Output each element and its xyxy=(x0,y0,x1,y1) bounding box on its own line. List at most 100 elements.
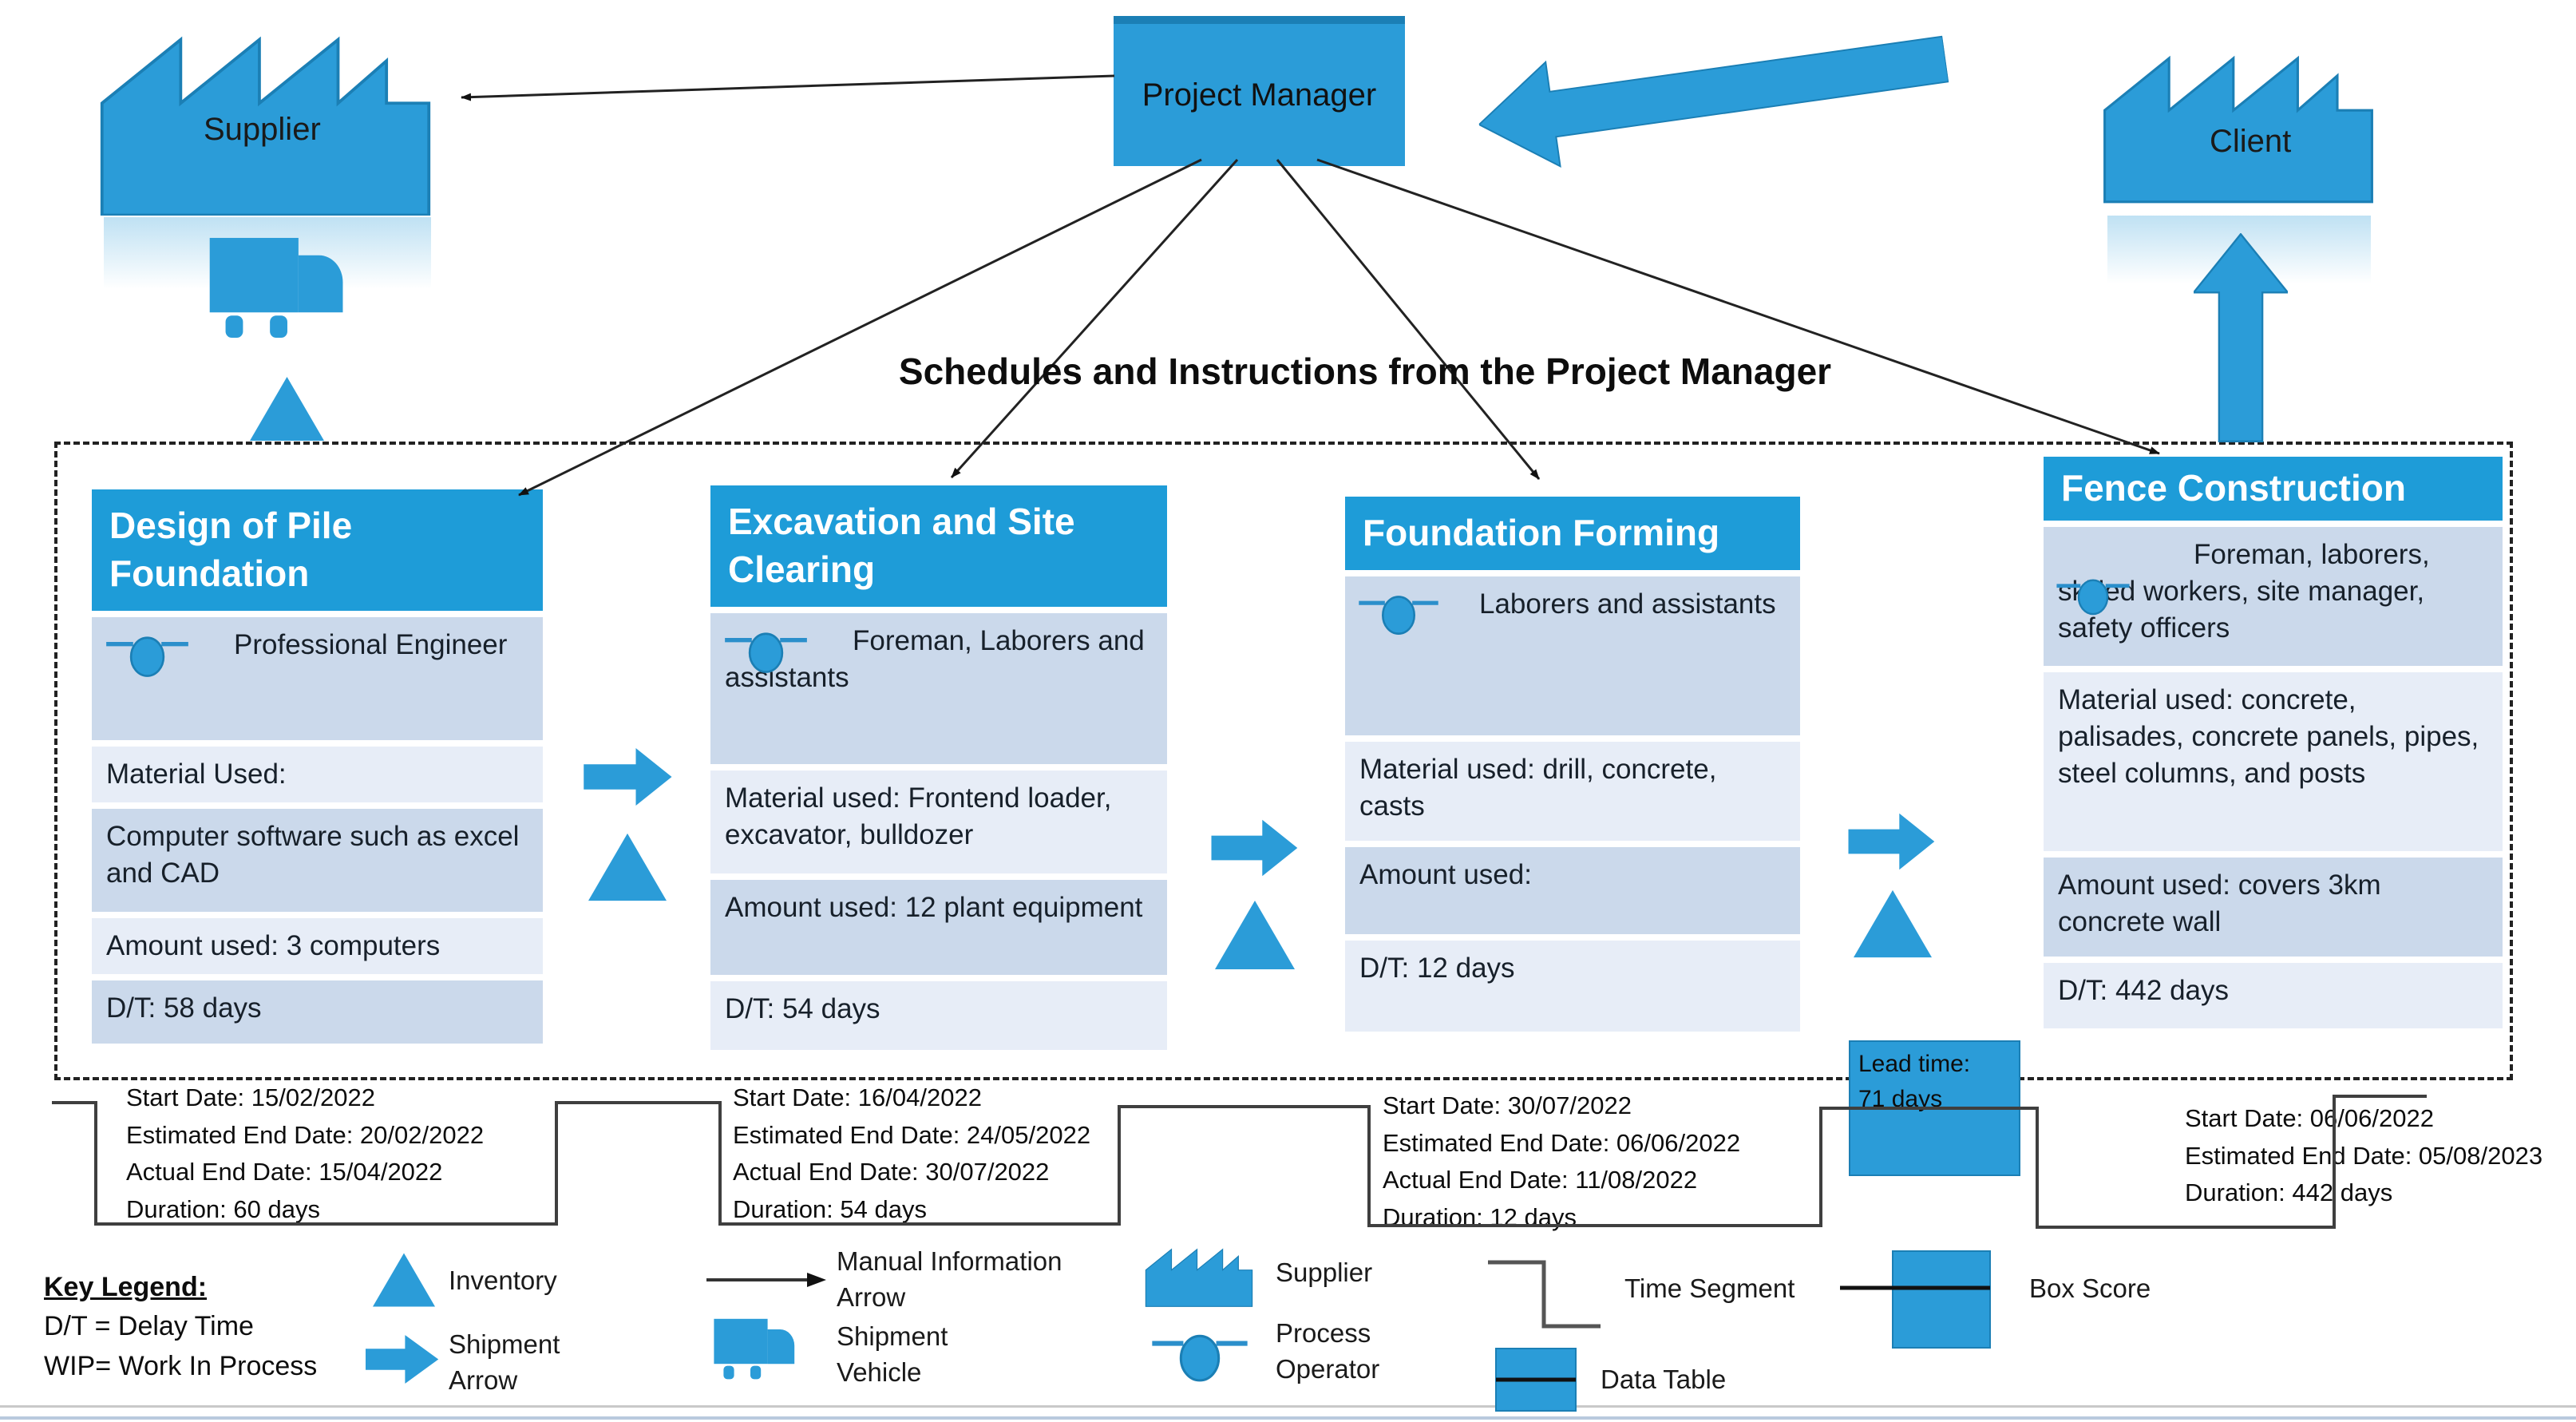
data-line: Actual End Date: 15/04/2022 xyxy=(126,1158,443,1186)
shipment-up-arrow-icon xyxy=(2194,233,2288,442)
process-title: Fence Construction xyxy=(2044,457,2503,521)
data-line: Start Date: 15/02/2022 xyxy=(126,1083,375,1111)
process-operator-text: Foreman, laborers, skilled workers, site… xyxy=(2058,538,2430,644)
process-operator-row: Foreman, Laborers and assistants xyxy=(710,612,1167,764)
shipment-arrow-icon xyxy=(1173,813,1337,883)
process-title: Design of Pile Foundation xyxy=(92,489,543,611)
process-row: Material used: drill, concrete, casts xyxy=(1345,741,1800,841)
bottom-blue-divider xyxy=(0,1416,2576,1420)
data-line: Actual End Date: 30/07/2022 xyxy=(733,1158,1050,1186)
key-legend: Key Legend: D/T = Delay Time WIP= Work I… xyxy=(44,1268,317,1386)
data-table-2: Start Date: 16/04/2022 Estimated End Dat… xyxy=(733,1079,1090,1228)
legend-shipment-arrow-label: Shipment Arrow xyxy=(449,1329,560,1395)
manual-information-arrow xyxy=(1316,158,2160,455)
process-operator-icon xyxy=(2053,573,2133,617)
factory-icon xyxy=(1140,1230,1258,1317)
process-box-fence-construction: Fence Construction Foreman, laborers, sk… xyxy=(2044,457,2503,1028)
process-row: Amount used: covers 3km concrete wall xyxy=(2044,857,2503,957)
legend-data-table-label: Data Table xyxy=(1601,1365,1727,1394)
headline: Schedules and Instructions from the Proj… xyxy=(898,351,1832,392)
process-operator-row: Professional Engineer xyxy=(92,616,543,740)
legend-manual-info-arrow-label: Manual Information Arrow xyxy=(837,1246,1062,1312)
data-line: Estimated End Date: 20/02/2022 xyxy=(126,1120,485,1149)
lead-time-line2: 71 days xyxy=(1858,1085,1943,1112)
data-line: Duration: 60 days xyxy=(126,1194,320,1223)
factory-icon xyxy=(2090,24,2387,214)
data-table-icon xyxy=(1495,1348,1577,1412)
project-manager-box: Project Manager xyxy=(1114,16,1405,166)
process-operator-text: Professional Engineer xyxy=(234,628,508,660)
key-legend-line: D/T = Delay Time xyxy=(44,1311,254,1342)
process-box-excavation-site-clearing: Excavation and Site Clearing Foreman, La… xyxy=(710,485,1167,1050)
legend-box-score-label: Box Score xyxy=(2029,1273,2151,1303)
data-line: Duration: 12 days xyxy=(1383,1202,1577,1231)
shipment-arrow-icon xyxy=(551,741,706,813)
inventory-triangle-icon xyxy=(588,830,667,904)
data-line: Start Date: 16/04/2022 xyxy=(733,1083,982,1111)
process-row: Amount used: 3 computers xyxy=(92,917,543,974)
manual-information-arrow xyxy=(1276,159,1541,480)
data-line: Start Date: 30/07/2022 xyxy=(1383,1091,1632,1119)
process-title: Excavation and Site Clearing xyxy=(710,485,1167,607)
client-label: Client xyxy=(2210,124,2292,159)
data-line: Duration: 442 days xyxy=(2185,1178,2393,1206)
legend-time-segment-label: Time Segment xyxy=(1624,1273,1795,1303)
supplier-factory: Supplier xyxy=(84,12,447,216)
process-row: Material used: Frontend loader, excavato… xyxy=(710,770,1167,873)
process-operator-icon xyxy=(1148,1327,1252,1384)
time-segment-icon xyxy=(1486,1258,1602,1331)
bottom-divider xyxy=(0,1405,2576,1408)
process-operator-text: Foreman, Laborers and assistants xyxy=(725,624,1145,693)
box-score-icon xyxy=(1840,1250,1996,1349)
truck-icon xyxy=(206,233,366,341)
process-box-design-pile-foundation: Design of Pile Foundation Professional E… xyxy=(92,489,543,1044)
process-row: Material Used: xyxy=(92,746,543,802)
process-operator-icon xyxy=(101,630,193,679)
lead-time-line1: Lead time: xyxy=(1858,1051,1971,1077)
manual-information-arrow xyxy=(950,158,1239,479)
legend-shipment-vehicle-label: Shipment Vehicle xyxy=(837,1321,948,1387)
process-box-foundation-forming: Foundation Forming Laborers and assistan… xyxy=(1345,497,1800,1032)
data-line: Estimated End Date: 24/05/2022 xyxy=(733,1120,1091,1149)
shipment-arrow-icon xyxy=(1810,806,1974,877)
manual-information-arrow xyxy=(461,74,1115,101)
data-table-1: Start Date: 15/02/2022 Estimated End Dat… xyxy=(126,1079,484,1228)
data-table-3: Start Date: 30/07/2022 Estimated End Dat… xyxy=(1383,1087,1740,1236)
factory-icon xyxy=(84,12,447,216)
process-operator-row: Foreman, laborers, skilled workers, site… xyxy=(2044,526,2503,666)
data-line: Actual End Date: 11/08/2022 xyxy=(1383,1166,1698,1194)
process-row: Amount used: 12 plant equipment xyxy=(710,879,1167,975)
key-legend-title: Key Legend: xyxy=(44,1272,208,1302)
data-table-4: Start Date: 06/06/2022 Estimated End Dat… xyxy=(2185,1100,2542,1212)
inventory-triangle-icon xyxy=(249,377,325,441)
process-row: D/T: 54 days xyxy=(710,980,1167,1050)
legend-inventory-label: Inventory xyxy=(449,1266,557,1295)
process-row: Computer software such as excel and CAD xyxy=(92,808,543,912)
process-operator-icon xyxy=(720,626,812,675)
process-row: D/T: 58 days xyxy=(92,980,543,1044)
client-factory: Client xyxy=(2090,24,2387,214)
legend-process-operator-label: Process Operator xyxy=(1276,1318,1380,1384)
process-operator-icon xyxy=(1355,589,1442,637)
process-row: D/T: 12 days xyxy=(1345,940,1800,1032)
data-line: Estimated End Date: 06/06/2022 xyxy=(1383,1128,1741,1157)
process-row: Amount used: xyxy=(1345,846,1800,934)
inventory-triangle-icon xyxy=(1854,888,1932,960)
big-left-arrow-icon xyxy=(1470,0,1953,184)
data-line: Start Date: 06/06/2022 xyxy=(2185,1104,2434,1132)
legend-supplier-label: Supplier xyxy=(1276,1258,1373,1287)
inventory-triangle-icon xyxy=(373,1252,435,1308)
lead-time-box-score: Lead time: 71 days xyxy=(1849,1040,2020,1176)
process-operator-text: Laborers and assistants xyxy=(1479,588,1776,620)
manual-information-arrow-icon xyxy=(706,1268,826,1292)
process-row: D/T: 442 days xyxy=(2044,962,2503,1028)
data-line: Estimated End Date: 05/08/2023 xyxy=(2185,1141,2543,1170)
process-title: Foundation Forming xyxy=(1345,497,1800,570)
truck-icon xyxy=(712,1316,808,1381)
key-legend-line: WIP= Work In Process xyxy=(44,1350,318,1381)
process-operator-row: Laborers and assistants xyxy=(1345,576,1800,735)
supplier-label: Supplier xyxy=(204,112,321,147)
data-line: Duration: 54 days xyxy=(733,1194,927,1223)
inventory-triangle-icon xyxy=(1215,898,1295,972)
